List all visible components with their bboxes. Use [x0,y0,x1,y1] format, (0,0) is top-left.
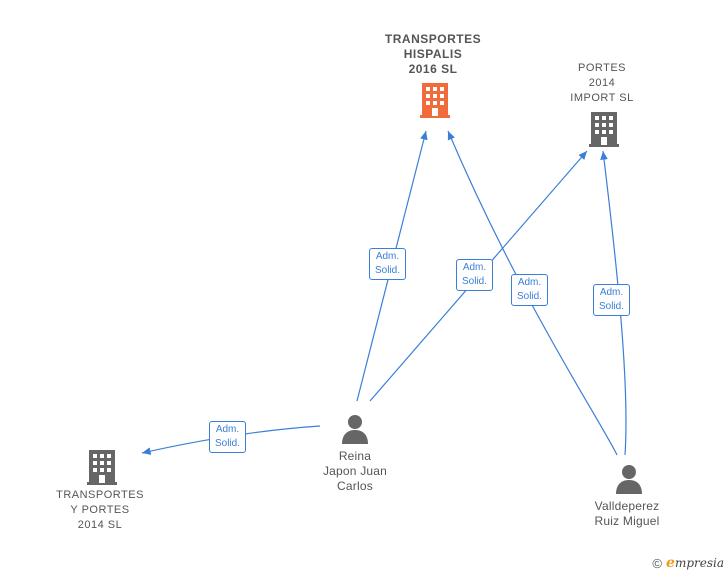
edge-label-valldeperez-hispalis[interactable]: Adm. Solid. [511,274,549,306]
building-icon[interactable] [85,449,119,485]
person-icon[interactable] [614,463,644,495]
company-label-transportes-hispalis[interactable]: TRANSPORTES HISPALIS 2016 SL [384,32,482,76]
edge-valldeperez-hispalis [447,130,618,456]
edge-label-reina-portes[interactable]: Adm. Solid. [456,259,494,291]
person-icon[interactable] [340,413,370,445]
person-label-valldeperez[interactable]: Valldeperez Ruiz Miguel [594,499,660,528]
copyright-icon: © [652,555,663,571]
brand-name: mpresia [674,556,724,570]
building-icon[interactable] [587,111,621,147]
edge-label-reina-typortes[interactable]: Adm. Solid. [209,421,247,453]
brand-e: e [666,555,675,571]
building-icon[interactable] [418,82,452,118]
company-label-portes-2014[interactable]: PORTES 2014 IMPORT SL [570,62,634,104]
company-label-transportes-y-portes[interactable]: TRANSPORTES Y PORTES 2014 SL [56,489,144,531]
edge-label-valldeperez-portes[interactable]: Adm. Solid. [593,284,631,316]
edge-label-reina-hispalis[interactable]: Adm. Solid. [369,248,407,280]
person-label-reina[interactable]: Reina Japon Juan Carlos [322,449,388,493]
